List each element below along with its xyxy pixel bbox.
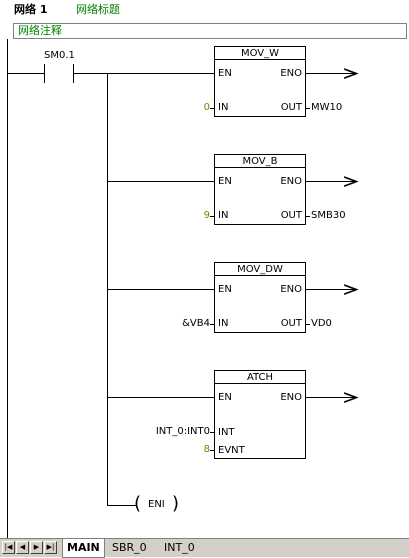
in-operand[interactable]: 0 xyxy=(203,102,210,113)
box-title-divider xyxy=(215,383,305,384)
box-title-divider xyxy=(215,59,305,60)
prev-icon[interactable]: ◀ xyxy=(16,541,29,554)
eno-pin: ENO xyxy=(280,392,302,403)
in-pin: IN xyxy=(218,102,229,113)
arrow-icon: > xyxy=(342,169,359,193)
coil-label[interactable]: ENI xyxy=(148,499,165,510)
box-title: MOV_DW xyxy=(237,264,283,275)
tab-sbr-0[interactable]: SBR_0 xyxy=(112,541,147,554)
eno-wire xyxy=(306,181,358,182)
out-operand[interactable]: MW10 xyxy=(311,102,343,113)
evnt-pin: EVNT xyxy=(218,445,245,456)
branch-wire xyxy=(107,397,215,398)
pin-wire xyxy=(210,108,214,109)
pin-wire xyxy=(210,324,214,325)
in-operand[interactable]: &VB4 xyxy=(182,318,210,329)
eno-pin: ENO xyxy=(280,176,302,187)
box-title-divider xyxy=(215,275,305,276)
arrow-icon: > xyxy=(342,61,359,85)
out-operand[interactable]: SMB30 xyxy=(311,210,346,221)
network-comment[interactable]: 网络注释 xyxy=(13,23,407,39)
int-operand[interactable]: INT_0:INT0 xyxy=(155,426,210,437)
eno-wire xyxy=(306,73,358,74)
en-pin: EN xyxy=(218,68,232,79)
contact-label[interactable]: SM0.1 xyxy=(44,50,75,61)
eno-wire xyxy=(306,397,358,398)
tab-main[interactable]: MAIN xyxy=(62,539,105,558)
mov-dw-box[interactable]: MOV_DW EN ENO IN OUT xyxy=(214,262,306,333)
out-pin: OUT xyxy=(280,210,302,221)
branch-wire xyxy=(107,505,137,506)
out-operand[interactable]: VD0 xyxy=(311,318,332,329)
coil-right-paren: ) xyxy=(172,493,180,514)
in-operand[interactable]: 9 xyxy=(203,210,210,221)
mov-w-box[interactable]: MOV_W EN ENO IN OUT xyxy=(214,46,306,117)
rung-wire xyxy=(73,73,215,74)
mov-b-box[interactable]: MOV_B EN ENO IN OUT xyxy=(214,154,306,225)
pin-wire xyxy=(306,108,310,109)
box-title-divider xyxy=(215,167,305,168)
network-number: 网络 1 xyxy=(14,3,48,16)
box-title: MOV_W xyxy=(240,48,280,59)
pin-wire xyxy=(210,432,214,433)
network-header: 网络 1 网络标题 xyxy=(0,0,409,22)
in-pin: IN xyxy=(218,318,229,329)
atch-box[interactable]: ATCH EN ENO INT EVNT xyxy=(214,370,306,459)
power-rail xyxy=(7,39,8,538)
arrow-icon: > xyxy=(342,385,359,409)
eno-pin: ENO xyxy=(280,284,302,295)
last-icon[interactable]: ▶| xyxy=(44,541,57,554)
en-pin: EN xyxy=(218,284,232,295)
int-pin: INT xyxy=(218,427,235,438)
contact-left-bar[interactable] xyxy=(44,64,45,83)
box-title: ATCH xyxy=(246,372,274,383)
en-pin: EN xyxy=(218,176,232,187)
pin-wire xyxy=(210,450,214,451)
tab-bar: |◀ ◀ ▶ ▶| MAIN SBR_0 INT_0 xyxy=(0,538,409,558)
evnt-operand[interactable]: 8 xyxy=(203,444,210,455)
pin-wire xyxy=(210,216,214,217)
network-title[interactable]: 网络标题 xyxy=(76,3,120,16)
next-icon[interactable]: ▶ xyxy=(30,541,43,554)
first-icon[interactable]: |◀ xyxy=(2,541,15,554)
coil-left-paren: ( xyxy=(134,493,142,514)
out-pin: OUT xyxy=(280,318,302,329)
pin-wire xyxy=(306,216,310,217)
branch-wire xyxy=(107,181,215,182)
eno-wire xyxy=(306,289,358,290)
en-pin: EN xyxy=(218,392,232,403)
arrow-icon: > xyxy=(342,277,359,301)
in-pin: IN xyxy=(218,210,229,221)
ladder-editor[interactable]: 网络 1 网络标题 网络注释 SM0.1 MOV_W EN ENO IN OUT… xyxy=(0,0,409,538)
pin-wire xyxy=(306,324,310,325)
out-pin: OUT xyxy=(280,102,302,113)
network-comment-text: 网络注释 xyxy=(18,24,62,37)
box-title: MOV_B xyxy=(242,156,278,167)
rung-wire xyxy=(8,73,44,74)
eno-pin: ENO xyxy=(280,68,302,79)
tab-int-0[interactable]: INT_0 xyxy=(164,541,195,554)
branch-wire xyxy=(107,289,215,290)
